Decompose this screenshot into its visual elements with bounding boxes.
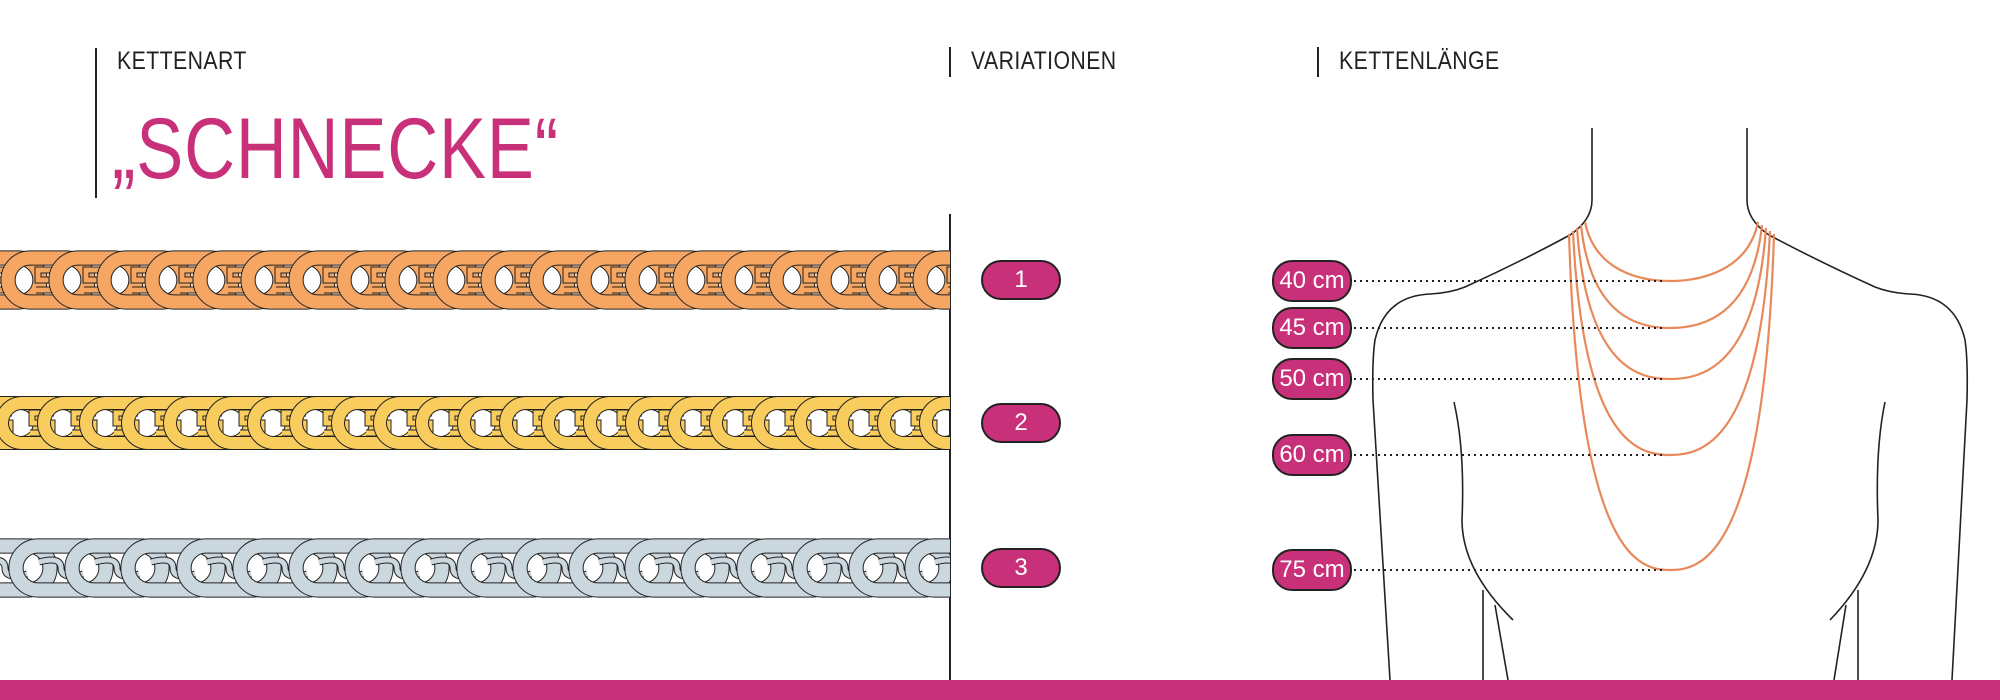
chain-link — [121, 539, 225, 597]
necklace-50cm — [1575, 227, 1768, 381]
chain-link — [9, 539, 113, 597]
chain-link — [569, 539, 673, 597]
necklace-60cm — [1571, 230, 1772, 457]
chain-link — [865, 251, 950, 309]
chain-link — [457, 539, 561, 597]
divider-kettenart — [95, 48, 97, 198]
chain-link — [625, 539, 729, 597]
chain-link — [849, 539, 950, 597]
length-badge-50cm[interactable]: 50 cm — [1272, 358, 1352, 400]
header-kettenart: KETTENART — [117, 47, 247, 75]
length-badge-45cm[interactable]: 45 cm — [1272, 307, 1352, 349]
chain-link — [793, 539, 897, 597]
variation-badge-2[interactable]: 2 — [981, 403, 1061, 443]
torso-left — [1453, 401, 1514, 621]
necklace-40cm — [1583, 221, 1760, 283]
chain-link — [289, 539, 393, 597]
chain-variation-1 — [0, 250, 950, 310]
chain-link — [681, 539, 785, 597]
chain-variation-3 — [0, 538, 950, 598]
chain-link — [177, 539, 281, 597]
chain-illustrations — [0, 250, 950, 598]
variation-badge-3[interactable]: 3 — [981, 548, 1061, 588]
chain-link — [913, 251, 950, 309]
length-badge-60cm[interactable]: 60 cm — [1272, 434, 1352, 476]
chain-link — [878, 397, 950, 449]
chain-link — [513, 539, 617, 597]
chain-link — [345, 539, 449, 597]
chain-link — [233, 539, 337, 597]
divider-variationen — [949, 47, 951, 77]
chain-link — [401, 539, 505, 597]
bottom-accent-bar — [0, 680, 2000, 700]
length-badge-75cm[interactable]: 75 cm — [1272, 549, 1352, 591]
page-title: „SCHNECKE“ — [112, 101, 560, 197]
torso-right — [1829, 401, 1886, 621]
chain-link — [905, 539, 950, 597]
neck-right — [1746, 128, 1969, 681]
chain-link — [65, 539, 169, 597]
chain-link — [0, 539, 57, 597]
chain-link — [737, 539, 841, 597]
header-kettenlaenge: KETTENLÄNGE — [1339, 47, 1500, 75]
chain-link — [920, 397, 950, 449]
necklace-75cm — [1567, 233, 1776, 572]
header-variationen: VARIATIONEN — [971, 47, 1117, 75]
chain-variation-2 — [0, 396, 950, 450]
necklace-45cm — [1579, 224, 1764, 330]
length-badge-40cm[interactable]: 40 cm — [1272, 260, 1352, 302]
divider-kettenlaenge — [1317, 47, 1319, 77]
variation-badge-1[interactable]: 1 — [981, 260, 1061, 300]
